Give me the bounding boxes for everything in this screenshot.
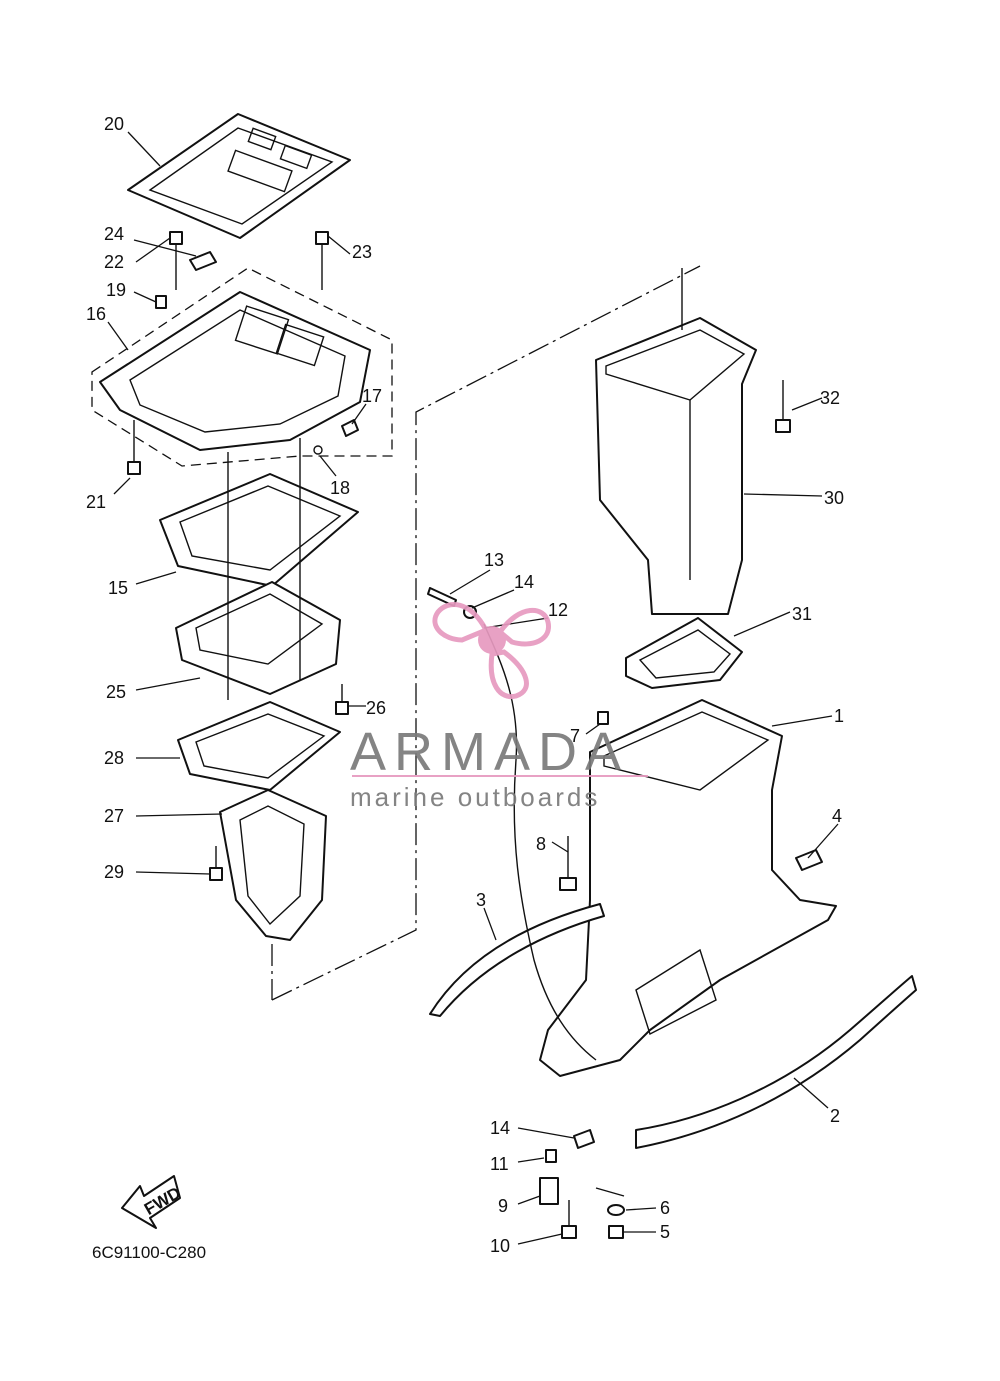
callout-3: 3 — [476, 890, 486, 910]
callout-24: 24 — [104, 224, 124, 244]
callout-22: 22 — [104, 252, 124, 272]
leader-lines — [107, 131, 839, 1245]
callout-15: 15 — [108, 578, 128, 598]
callout-5: 5 — [660, 1222, 670, 1242]
callout-1: 1 — [834, 706, 844, 726]
fasteners-left — [127, 231, 359, 881]
part-20-gasket — [127, 113, 351, 239]
callout-31: 31 — [792, 604, 812, 624]
callout-16: 16 — [86, 304, 106, 324]
fasteners-right — [427, 380, 823, 1239]
callout-25: 25 — [106, 682, 126, 702]
callout-12: 12 — [548, 600, 568, 620]
callout-28: 28 — [104, 748, 124, 768]
callout-13: 13 — [484, 550, 504, 570]
brand-name: ARMADA — [350, 722, 629, 782]
part-16-exhaust-guide — [91, 267, 393, 467]
part-30-extension — [595, 317, 757, 615]
callout-19: 19 — [106, 280, 126, 300]
callout-30: 30 — [824, 488, 844, 508]
part-12-hose — [483, 623, 597, 1061]
brand-tagline: marine outboards — [350, 782, 600, 812]
callout-27: 27 — [104, 806, 124, 826]
part-1-upper-casing — [539, 699, 837, 1077]
part-code: 6C91100-C280 — [92, 1243, 206, 1262]
callout-labels: 1 2 3 4 5 6 7 8 9 10 11 12 13 14 14 15 1… — [86, 114, 844, 1256]
armada-watermark: ARMADA marine outboards — [350, 602, 648, 812]
part-28-gasket — [177, 701, 341, 791]
callout-2: 2 — [830, 1106, 840, 1126]
callout-20: 20 — [104, 114, 124, 134]
callout-17: 17 — [362, 386, 382, 406]
callout-14-lower: 14 — [490, 1118, 510, 1138]
callout-9: 9 — [498, 1196, 508, 1216]
part-25-plate — [175, 581, 341, 695]
callout-11: 11 — [490, 1154, 509, 1174]
callout-8: 8 — [536, 834, 546, 854]
callout-14-upper: 14 — [514, 572, 534, 592]
callout-29: 29 — [104, 862, 124, 882]
callout-18: 18 — [330, 478, 350, 498]
callout-7: 7 — [570, 726, 580, 746]
callout-10: 10 — [490, 1236, 510, 1256]
part-31-seal — [625, 617, 743, 689]
callout-23: 23 — [352, 242, 372, 262]
callout-21: 21 — [86, 492, 106, 512]
callout-6: 6 — [660, 1198, 670, 1218]
part-3-seal — [429, 903, 605, 1017]
part-27-manifold — [219, 789, 327, 941]
part-15-gasket — [159, 473, 359, 587]
callout-4: 4 — [832, 806, 842, 826]
part-2-seal — [635, 975, 917, 1149]
callout-26: 26 — [366, 698, 386, 718]
fwd-arrow-icon: FWD — [121, 1175, 184, 1229]
callout-32: 32 — [820, 388, 840, 408]
propeller-logo-icon — [432, 602, 551, 700]
